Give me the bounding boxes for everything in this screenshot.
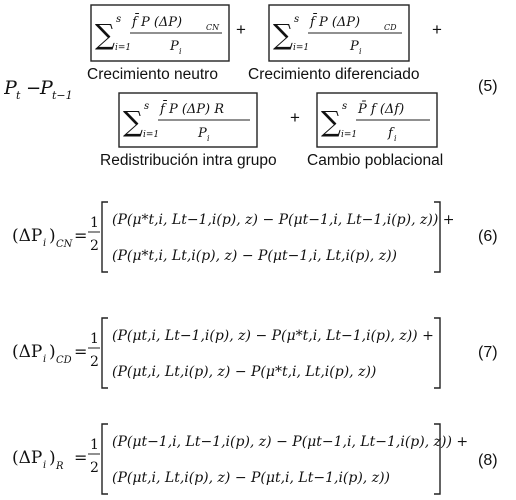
eq5-label-population: Cambio poblacional xyxy=(307,152,444,169)
svg-text:s: s xyxy=(144,101,149,112)
svg-text:): ) xyxy=(49,342,56,362)
eq5-term-redistribution-formula: ∑ s i=1 f̄ P (ΔP) R P i xyxy=(118,92,258,148)
eq5-label-redistribution: Redistribución intra grupo xyxy=(100,152,277,169)
eq5-label-neutral: Crecimiento neutro xyxy=(87,66,218,83)
svg-text:f̄ P (ΔP): f̄ P (ΔP) xyxy=(309,13,360,30)
svg-text:=: = xyxy=(74,342,87,361)
svg-text:P: P xyxy=(197,126,207,141)
eq5-label-differentiated: Crecimiento diferenciado xyxy=(248,66,420,83)
equation-7-formula: (ΔP i ) CD = 1 2 (P(μt,i, Lt−1,i(p), z) … xyxy=(12,317,441,389)
svg-text:CD: CD xyxy=(56,355,72,366)
svg-text:i: i xyxy=(359,47,362,56)
svg-text:CN: CN xyxy=(206,23,220,32)
svg-text:P: P xyxy=(349,39,359,54)
svg-text:1: 1 xyxy=(90,331,99,347)
svg-text:i: i xyxy=(394,134,397,143)
svg-text:2: 2 xyxy=(90,238,99,254)
svg-text:(P(μt,i, Lt,i(p), z) − P(μ*t,i: (P(μt,i, Lt,i(p), z) − P(μ*t,i, Lt,i(p),… xyxy=(112,364,376,380)
svg-text:(ΔP: (ΔP xyxy=(12,448,42,468)
svg-text:(ΔP: (ΔP xyxy=(12,342,42,362)
svg-text:i=1: i=1 xyxy=(341,130,357,140)
eq7-number: (7) xyxy=(478,344,498,361)
svg-text:i=1: i=1 xyxy=(293,43,309,53)
svg-text:(P(μt,i, Lt−1,i(p), z) − P(μ*t: (P(μt,i, Lt−1,i(p), z) − P(μ*t,i, Lt−1,i… xyxy=(112,328,434,344)
svg-text:): ) xyxy=(49,448,56,468)
svg-text:∑: ∑ xyxy=(321,105,341,138)
eq5-plus-2: + xyxy=(432,20,442,39)
svg-text:P̄ f (Δf): P̄ f (Δf) xyxy=(357,101,404,117)
svg-text:f̄ P (ΔP): f̄ P (ΔP) xyxy=(131,13,182,30)
svg-text:2: 2 xyxy=(90,460,99,476)
equation-6-formula: (ΔP i ) CN = 1 2 (P(μ*t,i, Lt−1,i(p), z)… xyxy=(12,201,454,273)
svg-text:s: s xyxy=(294,14,299,25)
svg-text:f̄ P (ΔP) R: f̄ P (ΔP) R xyxy=(159,100,224,117)
eq5-plus-3: + xyxy=(290,108,300,127)
svg-text:(ΔP: (ΔP xyxy=(12,226,42,246)
svg-text:1: 1 xyxy=(90,437,99,453)
svg-text:∑: ∑ xyxy=(273,18,293,51)
svg-text:(P(μt−1,i, Lt−1,i(p), z) − P(μ: (P(μt−1,i, Lt−1,i(p), z) − P(μt−1,i, Lt−… xyxy=(112,434,468,450)
eq8-number: (8) xyxy=(478,452,498,469)
svg-text:2: 2 xyxy=(90,354,99,370)
svg-text:i: i xyxy=(43,354,46,365)
svg-text:i: i xyxy=(43,460,46,471)
svg-text:P: P xyxy=(169,39,179,54)
svg-text:=: = xyxy=(74,226,87,245)
svg-text:s: s xyxy=(342,101,347,112)
eq5-number: (5) xyxy=(478,78,498,95)
svg-text:P: P xyxy=(39,77,54,99)
svg-text:∑: ∑ xyxy=(123,105,143,138)
svg-text:R: R xyxy=(55,461,64,472)
eq5-term-diff-formula: ∑ s i=1 f̄ P (ΔP) CD P i xyxy=(268,4,410,62)
svg-text:P: P xyxy=(4,77,18,99)
svg-text:∑: ∑ xyxy=(95,18,115,51)
svg-text:i: i xyxy=(207,134,210,143)
eq5-term-neutral-formula: ∑ s i=1 f̄ P (ΔP) CN P i xyxy=(90,4,230,62)
svg-text:=: = xyxy=(74,448,87,467)
svg-text:s: s xyxy=(116,14,121,25)
eq5-lhs: P t − P t−1 xyxy=(4,77,73,102)
eq5-term-population-formula: ∑ s i=1 P̄ f (Δf) f i xyxy=(316,92,438,148)
svg-text:(P(μt,i, Lt,i(p), z) − P(μt,i,: (P(μt,i, Lt,i(p), z) − P(μt,i, Lt−1,i(p)… xyxy=(112,470,390,486)
svg-text:(P(μ*t,i, Lt−1,i(p), z) − P(μt: (P(μ*t,i, Lt−1,i(p), z) − P(μt−1,i, Lt−1… xyxy=(112,212,454,228)
svg-text:(P(μ*t,i, Lt,i(p), z) − P(μt−1: (P(μ*t,i, Lt,i(p), z) − P(μt−1,i, Lt,i(p… xyxy=(112,248,397,264)
eq6-number: (6) xyxy=(478,228,498,245)
svg-text:i: i xyxy=(179,47,182,56)
equation-8-formula: (ΔP i ) R = 1 2 (P(μt−1,i, Lt−1,i(p), z)… xyxy=(12,423,468,495)
svg-text:CN: CN xyxy=(56,239,74,250)
svg-text:i=1: i=1 xyxy=(115,43,131,53)
equation-5: P t − P t−1 ∑ s i=1 f̄ P (ΔP) CN P i + ∑… xyxy=(0,0,516,180)
svg-text:t: t xyxy=(16,89,21,102)
svg-text:f: f xyxy=(387,126,395,141)
svg-text:CD: CD xyxy=(384,23,397,32)
svg-text:i=1: i=1 xyxy=(143,130,159,140)
svg-text:): ) xyxy=(49,226,56,246)
svg-text:t−1: t−1 xyxy=(52,89,73,102)
eq5-plus-1: + xyxy=(236,20,246,39)
svg-text:−: − xyxy=(26,78,41,99)
svg-text:1: 1 xyxy=(90,215,99,231)
svg-text:i: i xyxy=(43,238,46,249)
